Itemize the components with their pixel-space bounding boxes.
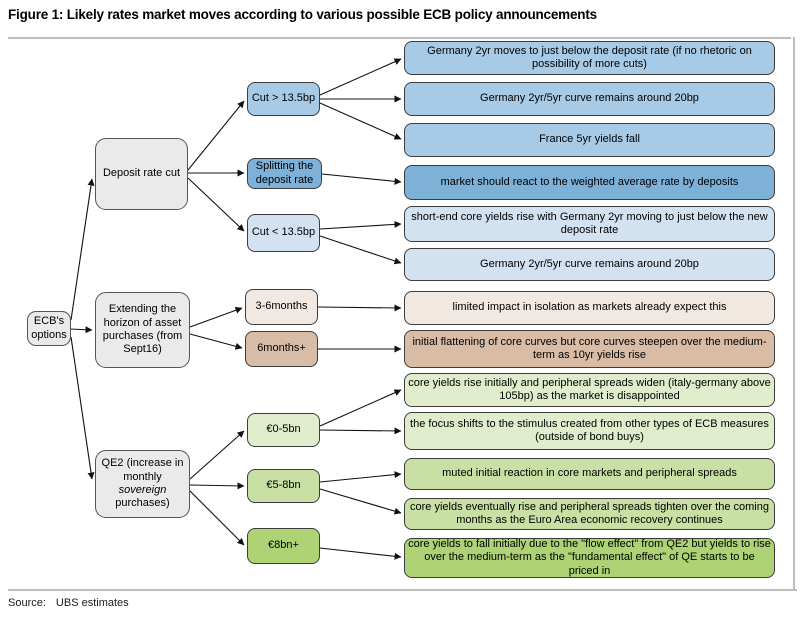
branch-extending-horizon: Extending the horizon of asset purchases… [95,292,190,368]
outcome-flow-effect-fundamental-effect: core yields to fall initially due to the… [404,538,775,578]
outcome-focus-shifts-stimulus: the focus shifts to the stimulus created… [404,412,775,450]
figure-title: Figure 1: Likely rates market moves acco… [8,7,597,22]
source-note: Source: UBS estimates [8,597,129,609]
option-eur-8bn-plus: €8bn+ [247,528,320,564]
outcome-germany-curve-20bp-b: Germany 2yr/5yr curve remains around 20b… [404,248,775,281]
root-node-ecb-options: ECB's options [27,311,71,346]
branch-deposit-rate-cut: Deposit rate cut [95,138,188,210]
option-cut-lt-13-5bp: Cut < 13.5bp [247,214,320,252]
outcome-weighted-average-rate: market should react to the weighted aver… [404,165,775,200]
outcome-core-yields-rise-spreads-widen: core yields rise initially and periphera… [404,373,775,407]
option-eur-0-5bn: €0-5bn [247,413,320,447]
option-splitting-deposit-rate: Splitting the deposit rate [247,158,322,189]
outcome-germany-2yr-below-deposit: Germany 2yr moves to just below the depo… [404,41,775,75]
outcome-muted-initial-reaction: muted initial reaction in core markets a… [404,458,775,490]
option-eur-5-8bn: €5-8bn [247,469,320,503]
outcome-germany-curve-20bp-a: Germany 2yr/5yr curve remains around 20b… [404,82,775,116]
option-3-6-months: 3-6months [245,289,318,325]
branch-qe2-label: QE2 (increase in monthly sovereign purch… [101,457,184,510]
outcome-short-end-core-yields-rise: short-end core yields rise with Germany … [404,206,775,242]
right-divider [793,37,795,591]
top-divider [8,37,791,39]
outcome-france-5yr-yields-fall: France 5yr yields fall [404,123,775,157]
outcome-initial-flattening: initial flattening of core curves but co… [404,330,775,368]
option-cut-gt-13-5bp: Cut > 13.5bp [247,82,320,116]
source-text: UBS estimates [55,597,129,609]
branch-qe2: QE2 (increase in monthly sovereign purch… [95,450,190,518]
source-label: Source: [8,597,46,609]
option-6-months-plus: 6months+ [245,331,318,367]
outcome-core-yields-eventually-rise: core yields eventually rise and peripher… [404,498,775,530]
bottom-divider [8,589,797,591]
outcome-limited-impact: limited impact in isolation as markets a… [404,291,775,325]
